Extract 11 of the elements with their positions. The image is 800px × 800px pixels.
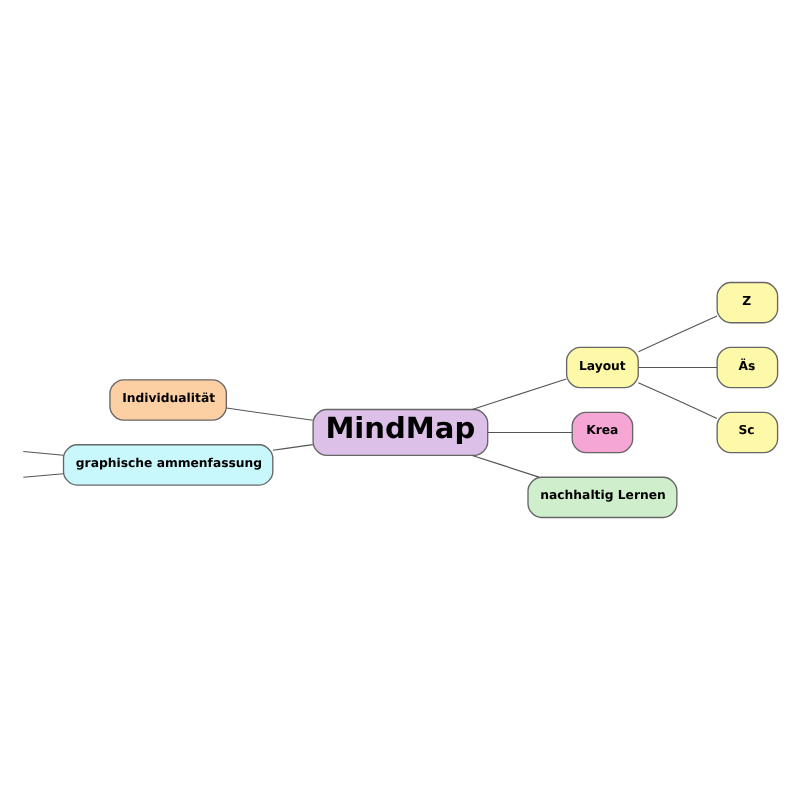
connector — [487, 431, 573, 433]
connector — [637, 382, 718, 420]
connector — [637, 315, 718, 353]
connector — [272, 444, 314, 451]
connector — [225, 407, 314, 421]
connector — [22, 450, 64, 456]
connector — [637, 367, 718, 369]
node-box: MindMap — [312, 408, 489, 457]
connector — [471, 378, 567, 411]
connector — [471, 454, 540, 478]
connector — [22, 473, 64, 478]
